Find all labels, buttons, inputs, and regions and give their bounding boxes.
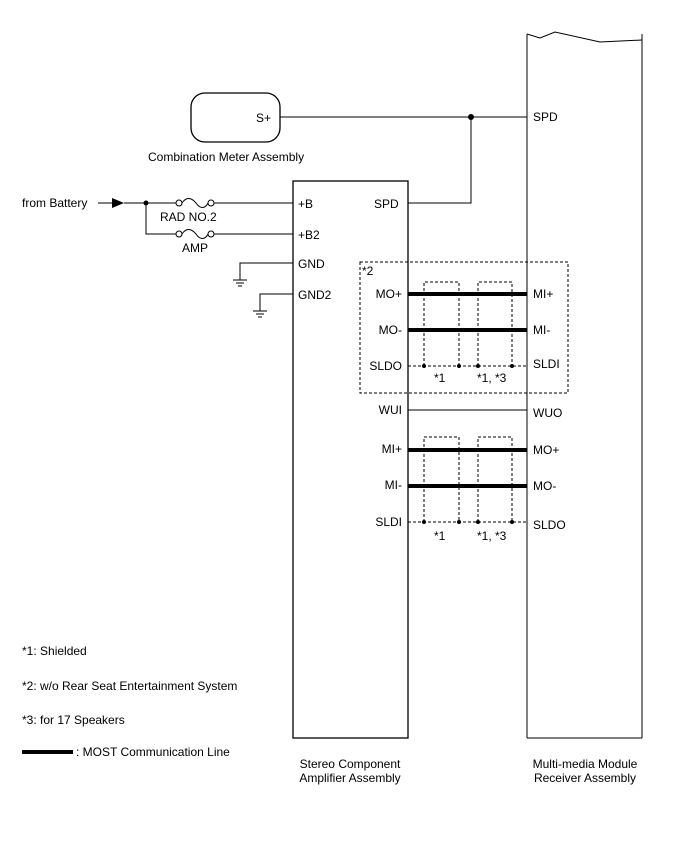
receiver-pin-sldo: SLDO <box>533 518 566 532</box>
receiver-pin-mo-minus: MO- <box>533 479 556 493</box>
ground-symbol-icon <box>253 310 267 318</box>
amp-pin-gnd2: GND2 <box>298 288 332 302</box>
shield-lower-left <box>423 436 460 522</box>
fuse-amp-label: AMP <box>182 241 208 255</box>
shield-upper-left <box>423 281 460 366</box>
receiver-pin-sldi: SLDI <box>533 357 560 371</box>
receiver-pin-wuo: WUO <box>533 406 562 420</box>
spd-wire-amp <box>408 117 472 204</box>
option-group-note: *2 <box>362 264 374 278</box>
legend-note-1: *1: Shielded <box>22 644 87 658</box>
meter-pin-s-plus: S+ <box>256 111 271 125</box>
receiver-assembly-box <box>526 31 643 739</box>
amp-pin-gnd: GND <box>298 257 325 271</box>
amp-pin-spd: SPD <box>374 197 399 211</box>
amplifier-name-line1: Stereo Component <box>300 757 401 771</box>
shield-upper-right <box>477 281 513 366</box>
amplifier-name-line2: Amplifier Assembly <box>299 771 400 785</box>
shield-mark-upper-left: *1 <box>434 371 446 385</box>
receiver-pin-mi-minus: MI- <box>533 323 550 337</box>
fuse-rad-no2-icon <box>175 199 183 207</box>
amp-pin-sldo: SLDO <box>369 359 402 373</box>
amp-pin-mo-minus: MO- <box>379 323 402 337</box>
amp-pin-mi-plus: MI+ <box>382 442 402 456</box>
shield-mark-lower-left: *1 <box>434 529 446 543</box>
shield-lower-right <box>477 436 513 522</box>
amplifier-assembly-box <box>292 180 409 739</box>
shield-mark-lower-right: *1, *3 <box>477 529 507 543</box>
combination-meter-name: Combination Meter Assembly <box>148 150 304 164</box>
amp-pin-b2: +B2 <box>298 228 320 242</box>
amp-pin-mi-minus: MI- <box>385 478 402 492</box>
legend-note-3: *3: for 17 Speakers <box>22 713 125 727</box>
gnd-wire <box>239 262 293 280</box>
shield-mark-upper-right: *1, *3 <box>477 371 507 385</box>
amp-pin-mo-plus: MO+ <box>376 287 402 301</box>
amp-pin-sldi: SLDI <box>375 515 402 529</box>
receiver-pin-spd: SPD <box>533 110 558 124</box>
gnd2-wire <box>259 293 293 311</box>
receiver-name-line1: Multi-media Module <box>533 757 638 771</box>
amp-pin-wui: WUI <box>379 403 402 417</box>
battery-arrow-icon <box>112 198 124 208</box>
receiver-name-line2: Receiver Assembly <box>534 771 636 785</box>
receiver-pin-mi-plus: MI+ <box>533 287 553 301</box>
fuse-amp-icon <box>175 230 183 238</box>
fuse-rad-no2-label: RAD NO.2 <box>160 210 217 224</box>
amp-pin-b: +B <box>298 197 313 211</box>
receiver-pin-mo-plus: MO+ <box>533 443 559 457</box>
option-group-box <box>359 261 569 394</box>
ground-symbol-icon <box>233 279 247 287</box>
battery-source-label: from Battery <box>22 196 87 210</box>
legend-note-2: *2: w/o Rear Seat Entertainment System <box>22 679 237 693</box>
legend-most: : MOST Communication Line <box>76 745 230 759</box>
